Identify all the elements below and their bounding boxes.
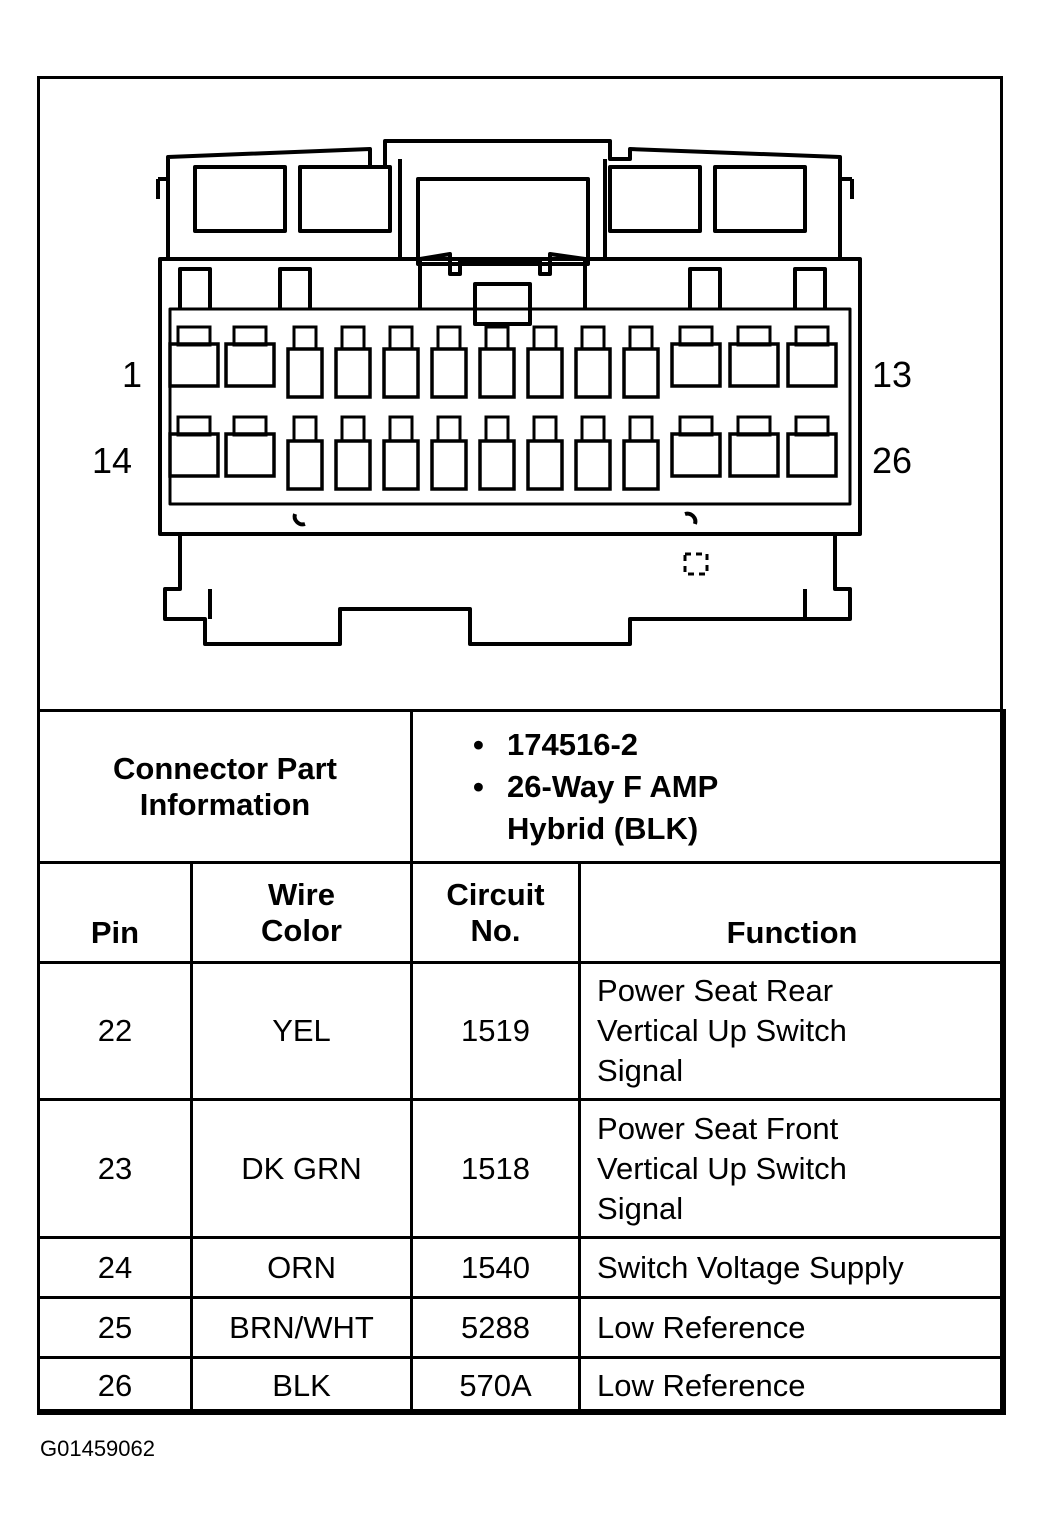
pin-cavity-row-2	[168, 432, 838, 491]
connector-pinout-table: Connector Part Information •174516-2 •26…	[36, 709, 1007, 1415]
cell-wire-color: YEL	[189, 961, 414, 1101]
figure-code: G01459062	[40, 1436, 155, 1461]
cell-circuit: 1519	[410, 961, 582, 1101]
cell-pin: 22	[37, 961, 193, 1101]
cell-pin: 24	[37, 1236, 193, 1299]
cell-circuit: 5288	[410, 1296, 582, 1359]
cell-function: Low Reference	[578, 1356, 1007, 1415]
pin-label-13: 13	[872, 354, 913, 395]
cell-circuit: 1518	[410, 1098, 582, 1239]
connector-face-diagram	[156, 139, 862, 646]
connector-info-label-line1: Connector Part	[113, 750, 337, 786]
cell-circuit: 1540	[410, 1236, 582, 1299]
table-row: 24 ORN 1540 Switch Voltage Supply	[37, 1236, 1007, 1299]
cell-function: Switch Voltage Supply	[578, 1236, 1007, 1299]
connector-type: 26-Way F AMP	[507, 768, 719, 804]
header-function: Function	[578, 861, 1007, 964]
cell-pin: 23	[37, 1098, 193, 1239]
pin-label-1: 1	[122, 354, 143, 395]
connector-info-values: •174516-2 •26-Way F AMP Hybrid (BLK)	[410, 709, 1007, 864]
cell-wire-color: BRN/WHT	[189, 1296, 414, 1359]
cell-circuit: 570A	[410, 1356, 582, 1415]
cell-wire-color: BLK	[189, 1356, 414, 1415]
connector-family: Hybrid (BLK)	[507, 810, 699, 846]
cell-pin: 26	[37, 1356, 193, 1415]
header-pin: Pin	[37, 861, 193, 964]
cell-wire-color: DK GRN	[189, 1098, 414, 1239]
connector-info-label-line2: Information	[139, 786, 311, 822]
pin-label-26: 26	[872, 440, 913, 481]
pin-label-14: 14	[92, 440, 133, 481]
part-number: 174516-2	[507, 726, 639, 762]
cell-pin: 25	[37, 1296, 193, 1359]
cell-wire-color: ORN	[189, 1236, 414, 1299]
connector-info-label: Connector Part Information	[36, 709, 414, 864]
connector-top-housing	[166, 139, 842, 259]
cell-function: Low Reference	[578, 1296, 1007, 1359]
table-row: 26 BLK 570A Low Reference	[37, 1356, 1007, 1415]
pin-cavity-row-1	[168, 342, 838, 399]
table-row: 25 BRN/WHT 5288 Low Reference	[37, 1296, 1007, 1359]
connector-bottom-tab	[163, 534, 852, 646]
connector-info-row: Connector Part Information •174516-2 •26…	[36, 709, 1007, 864]
connector-main-body	[158, 257, 862, 536]
